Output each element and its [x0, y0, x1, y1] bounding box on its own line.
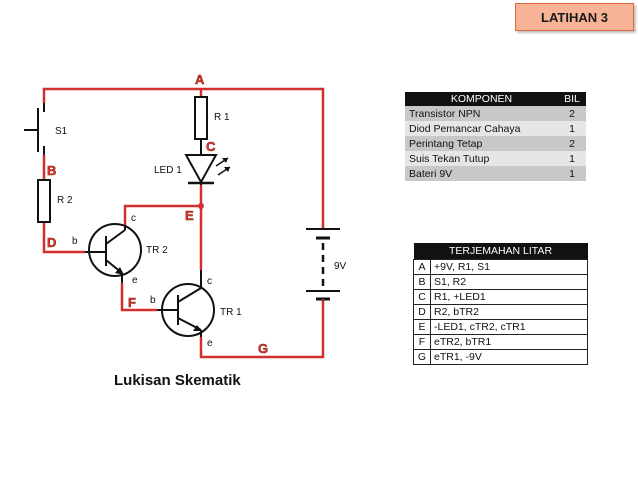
- table-row: F eTR2, bTR1: [413, 334, 588, 350]
- led1-label: LED 1: [154, 165, 182, 176]
- node-d-label: D: [47, 235, 56, 250]
- exercise-badge: LATIHAN 3: [515, 3, 634, 31]
- wire-f: [120, 283, 157, 312]
- table-row: Diod Pemancar Cahaya 1: [405, 121, 586, 136]
- wire-top: [42, 87, 325, 220]
- component-name: Transistor NPN: [405, 106, 558, 121]
- switch-s1: [24, 103, 45, 155]
- node-key: A: [413, 259, 431, 275]
- component-name: Suis Tekan Tutup: [405, 151, 558, 166]
- column-header-bil: BIL: [558, 92, 586, 106]
- wire-g: [199, 300, 325, 359]
- component-qty: 1: [558, 121, 586, 136]
- transistor-tr2: [85, 223, 142, 283]
- node-key: E: [413, 319, 431, 335]
- node-g-label: G: [258, 341, 268, 356]
- tr1-e-label: e: [207, 338, 213, 349]
- translation-header: TERJEMAHAN LITAR: [413, 243, 588, 260]
- tr1-label: TR 1: [220, 307, 242, 318]
- table-row: C R1, +LED1: [413, 289, 588, 305]
- tr1-c-label: c: [207, 276, 212, 287]
- node-connections: +9V, R1, S1: [430, 259, 588, 275]
- resistor-r1: [194, 96, 208, 140]
- node-connections: S1, R2: [430, 274, 588, 290]
- node-a-label: A: [195, 72, 205, 87]
- component-qty: 1: [558, 151, 586, 166]
- junction-dot: [198, 203, 204, 209]
- resistor-r2: [37, 179, 51, 223]
- node-key: D: [413, 304, 431, 320]
- battery-label: 9V: [334, 261, 347, 272]
- column-header-komponen: KOMPONEN: [405, 92, 558, 106]
- components-header-row: KOMPONEN BIL: [405, 92, 586, 106]
- table-row: Bateri 9V 1: [405, 166, 586, 181]
- tr2-b-label: b: [72, 236, 78, 247]
- tr2-e-label: e: [132, 275, 138, 286]
- component-name: Perintang Tetap: [405, 136, 558, 151]
- components-table: KOMPONEN BIL Transistor NPN 2 Diod Peman…: [405, 92, 586, 181]
- circuit-schematic: S1 R 2 R 1 LED 1 c b e TR 2: [24, 72, 347, 359]
- table-row: B S1, R2: [413, 274, 588, 290]
- table-row: Transistor NPN 2: [405, 106, 586, 121]
- node-b-label: B: [47, 163, 56, 178]
- table-row: D R2, bTR2: [413, 304, 588, 320]
- node-connections: R1, +LED1: [430, 289, 588, 305]
- node-e-label: E: [185, 208, 194, 223]
- table-row: G eTR1, -9V: [413, 349, 588, 365]
- schematic-caption: Lukisan Skematik: [114, 372, 241, 389]
- component-name: Diod Pemancar Cahaya: [405, 121, 558, 136]
- r1-label: R 1: [214, 112, 230, 123]
- node-connections: eTR1, -9V: [430, 349, 588, 365]
- circuit-translation-table: TERJEMAHAN LITAR A +9V, R1, S1 B S1, R2 …: [413, 243, 588, 365]
- node-key: F: [413, 334, 431, 350]
- table-row: Perintang Tetap 2: [405, 136, 586, 151]
- node-f-label: F: [128, 295, 136, 310]
- node-key: G: [413, 349, 431, 365]
- wire-e: [123, 185, 203, 225]
- node-connections: -LED1, cTR2, cTR1: [430, 319, 588, 335]
- tr2-label: TR 2: [146, 245, 168, 256]
- transistor-tr1: [157, 270, 215, 337]
- r2-label: R 2: [57, 195, 73, 206]
- node-key: B: [413, 274, 431, 290]
- component-qty: 2: [558, 136, 586, 151]
- wire-d: [42, 222, 85, 254]
- translation-header-row: TERJEMAHAN LITAR: [413, 243, 588, 260]
- tr1-b-label: b: [150, 295, 156, 306]
- wires: [42, 87, 325, 359]
- node-connections: R2, bTR2: [430, 304, 588, 320]
- component-qty: 1: [558, 166, 586, 181]
- component-qty: 2: [558, 106, 586, 121]
- table-row: E -LED1, cTR2, cTR1: [413, 319, 588, 335]
- table-row: A +9V, R1, S1: [413, 259, 588, 275]
- component-name: Bateri 9V: [405, 166, 558, 181]
- table-row: Suis Tekan Tutup 1: [405, 151, 586, 166]
- s1-label: S1: [55, 126, 68, 137]
- node-connections: eTR2, bTR1: [430, 334, 588, 350]
- battery-symbol: [306, 220, 340, 301]
- tr2-c-label: c: [131, 213, 136, 224]
- led-symbol: [184, 154, 231, 185]
- node-key: C: [413, 289, 431, 305]
- node-c-label: C: [206, 139, 216, 154]
